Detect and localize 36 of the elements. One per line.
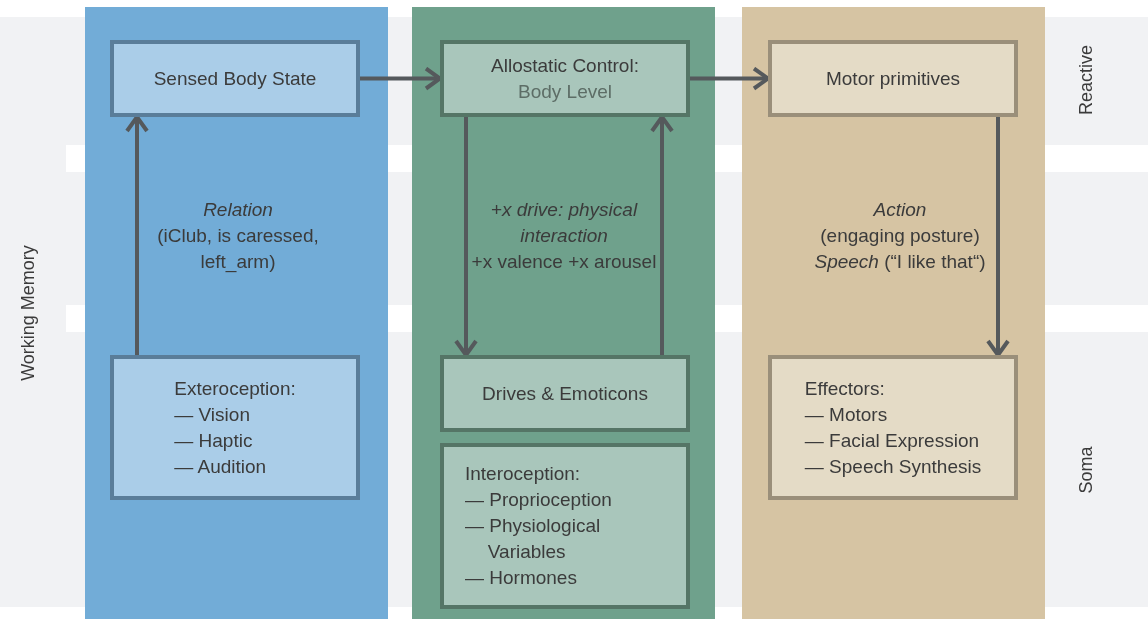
box-title: Motor primitives bbox=[825, 66, 961, 91]
list-item: — Physiological Variables bbox=[465, 514, 602, 564]
row-label: Working Memory bbox=[17, 245, 39, 381]
edge-label: Relation (iClub, is caressed, left_arm) bbox=[156, 198, 320, 275]
list-item: — Motors bbox=[804, 402, 888, 427]
list-item: — Vision bbox=[174, 402, 250, 427]
edge-label: +x drive: physical interaction +x valence +x arousel bbox=[471, 198, 657, 274]
list-item: — Audition bbox=[174, 454, 267, 479]
process-box bbox=[110, 40, 360, 117]
box-title: Exteroception: bbox=[174, 376, 296, 401]
list-item: — Speech Synthesis bbox=[804, 454, 982, 479]
box-title: Sensed Body State bbox=[153, 66, 317, 91]
box-title: Interoception: bbox=[465, 462, 581, 486]
arrow bbox=[650, 115, 674, 355]
list-item: — Haptic bbox=[174, 428, 253, 453]
process-box bbox=[440, 443, 690, 609]
list-item: — Hormones bbox=[465, 566, 577, 590]
arrow bbox=[454, 117, 478, 357]
process-box bbox=[440, 40, 690, 117]
process-box bbox=[768, 355, 1018, 500]
list-item: — Proprioception bbox=[465, 488, 612, 512]
arrow bbox=[986, 117, 1010, 357]
box-title: Allostatic Control: bbox=[491, 53, 639, 78]
box-title: Drives & Emoticons bbox=[482, 381, 648, 406]
process-box bbox=[110, 355, 360, 500]
process-box bbox=[440, 355, 690, 432]
edge-label: Action (engaging posture) Speech (“I like that“) bbox=[813, 198, 987, 274]
process-box bbox=[768, 40, 1018, 117]
arrow bbox=[360, 66, 442, 91]
arrow bbox=[690, 66, 770, 91]
box-subtitle: Body Level bbox=[518, 79, 612, 104]
box-title: Effectors: bbox=[804, 376, 885, 401]
list-item: — Facial Expression bbox=[804, 428, 980, 453]
row-label: Soma bbox=[1075, 446, 1097, 494]
arrow bbox=[125, 115, 149, 355]
row-label: Reactive bbox=[1075, 45, 1097, 115]
